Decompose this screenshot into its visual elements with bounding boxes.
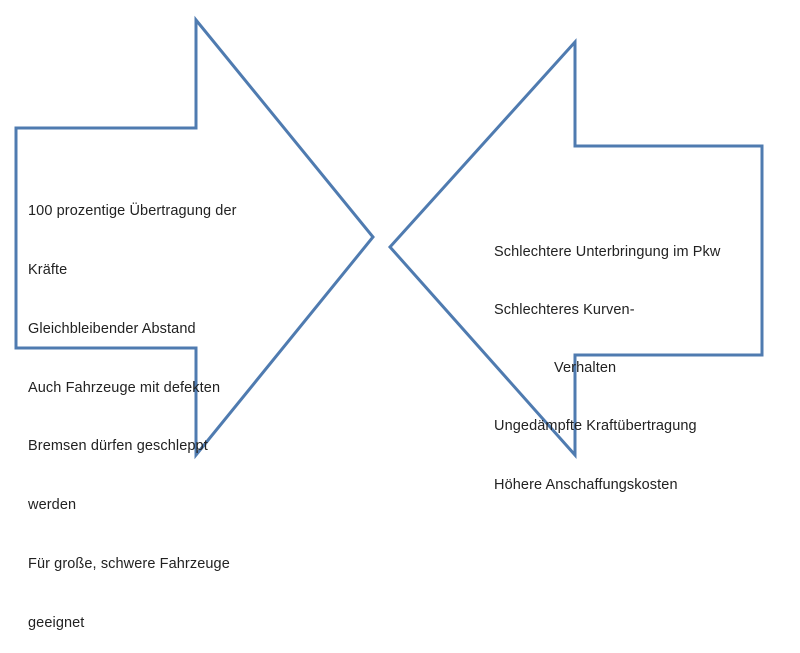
disadvantage-line: Schlechtere Unterbringung im Pkw <box>494 243 721 260</box>
disadvantage-line: Ungedämpfte Kraftübertragung <box>494 418 697 435</box>
advantage-line: Kräfte <box>28 261 68 278</box>
arrows-diagram <box>14 15 764 460</box>
advantage-line: 100 prozentige Übertragung der <box>28 203 237 220</box>
disadvantage-line: Schlechteres Kurven- <box>494 302 635 319</box>
advantage-line: Für große, schwere Fahrzeuge <box>28 555 230 572</box>
advantage-line: werden <box>28 497 77 514</box>
left-pointing-arrow-shape <box>387 38 764 459</box>
advantage-line: Bremsen dürfen geschleppt <box>28 438 208 455</box>
advantage-line: Auch Fahrzeuge mit defekten <box>28 379 221 396</box>
disadvantages-text: Schlechtere Unterbringung im Pkw Schlech… <box>494 204 720 515</box>
advantage-line: geeignet <box>28 614 85 631</box>
disadvantage-line: Höhere Anschaffungskosten <box>494 476 678 493</box>
right-pointing-arrow-shape <box>14 15 375 460</box>
disadvantage-line: Verhalten <box>554 360 617 377</box>
advantages-text: 100 prozentige Übertragung der Kräfte Gl… <box>28 163 237 653</box>
advantage-line: Gleichbleibender Abstand <box>28 320 196 337</box>
